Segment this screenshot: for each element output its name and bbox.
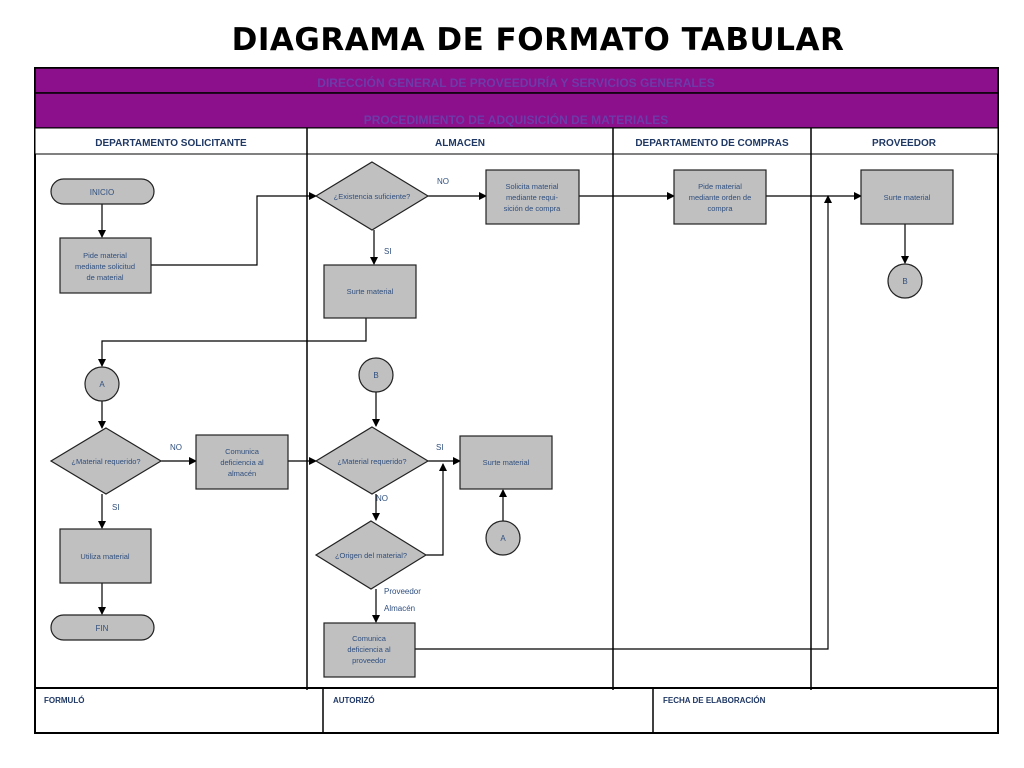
node-connector-a-label: A	[500, 534, 506, 543]
node-surte-material-proveedor: Surte material	[860, 169, 954, 225]
process-shape	[485, 169, 580, 225]
process-shape	[59, 528, 152, 584]
node-label-line: sición de compra	[504, 204, 562, 213]
node-existencia-label: ¿Existencia suficiente?	[334, 192, 411, 201]
process-shape	[323, 622, 416, 678]
organization-band	[34, 67, 999, 94]
edge-surte-to-a	[98, 318, 367, 367]
node-label-line: Comunica	[225, 447, 260, 456]
organization-title: DIRECCIÓN GENERAL DE PROVEEDURÍA Y SERVI…	[317, 75, 714, 90]
node-label-line: compra	[707, 204, 733, 213]
diagram-frame	[34, 67, 999, 734]
footer-formulo: FORMULÓ	[44, 696, 84, 705]
decision-shape	[314, 520, 428, 590]
node-label-line: deficiencia al	[220, 458, 264, 467]
procedure-title: PROCEDIMIENTO DE ADQUISICIÓN DE MATERIAL…	[364, 112, 668, 127]
node-material-requerido-solicitante: ¿Material requerido?	[49, 427, 163, 495]
node-surte-material-label: Surte material	[483, 458, 530, 467]
lane-header-solicitante: DEPARTAMENTO SOLICITANTE	[95, 138, 247, 149]
node-pide-orden-compra: Pide material mediante orden de compra	[673, 169, 767, 225]
node-fin: FIN	[50, 614, 155, 641]
node-label-line: mediante solicitud	[75, 262, 135, 271]
node-inicio-label: INICIO	[90, 188, 114, 197]
terminator-shape	[50, 614, 155, 641]
node-connector-a: A	[84, 366, 120, 402]
process-shape	[195, 434, 289, 490]
node-connector-a-label: A	[99, 380, 105, 389]
decision-shape	[314, 426, 430, 495]
decision-shape	[314, 161, 430, 231]
process-shape	[459, 435, 553, 490]
node-existencia-suficiente: ¿Existencia suficiente?	[314, 161, 430, 231]
node-connector-b-label: B	[902, 277, 907, 286]
node-material-requerido-label: ¿Material requerido?	[337, 457, 406, 466]
connector-shape	[485, 520, 521, 556]
edge-pide-to-existencia	[151, 192, 317, 266]
edge-label-no: NO	[376, 494, 388, 503]
node-solicita-requisicion: Solicita material mediante requi- sición…	[485, 169, 580, 225]
node-label-line: Comunica	[352, 634, 387, 643]
edge-label-proveedor: Proveedor	[384, 587, 421, 596]
node-connector-b-2: B	[887, 263, 923, 299]
node-utiliza-material-label: Utiliza material	[80, 552, 130, 561]
edge-label-si: SI	[112, 503, 120, 512]
node-label-line: mediante requi-	[506, 193, 559, 202]
node-fin-label: FIN	[96, 624, 109, 633]
footer-autorizo: AUTORIZÓ	[333, 696, 375, 705]
edge-label-si: SI	[436, 443, 444, 452]
node-label-line: proveedor	[352, 656, 386, 665]
node-label-line: mediante orden de	[689, 193, 752, 202]
edge-label-no: NO	[170, 443, 182, 452]
node-connector-b-label: B	[373, 371, 378, 380]
node-surte-material-almacen: Surte material	[323, 264, 417, 319]
edge-label-no: NO	[437, 177, 449, 186]
process-shape	[673, 169, 767, 225]
decision-shape	[49, 427, 163, 495]
procedure-band	[34, 92, 999, 129]
edge-comunica-proveedor-to-surte	[415, 195, 832, 650]
node-connector-a-2: A	[485, 520, 521, 556]
node-material-requerido-almacen: ¿Material requerido?	[314, 426, 430, 495]
page-title: DIAGRAMA DE FORMATO TABULAR	[231, 22, 845, 58]
edge-label-almacen: Almacén	[384, 604, 415, 613]
node-pide-solicitud: Pide material mediante solicitud de mate…	[59, 237, 152, 294]
footer-fecha: FECHA DE ELABORACIÓN	[663, 696, 766, 705]
terminator-shape	[50, 178, 155, 205]
node-surte-material-label: Surte material	[884, 193, 931, 202]
lane-header-almacen: ALMACEN	[435, 138, 485, 149]
node-inicio: INICIO	[50, 178, 155, 205]
connector-shape	[358, 357, 394, 393]
node-origen-material: ¿Origen del material?	[314, 520, 428, 590]
node-label-line: de material	[86, 273, 123, 282]
node-label-line: almacén	[228, 469, 256, 478]
node-utiliza-material: Utiliza material	[59, 528, 152, 584]
process-shape	[59, 237, 152, 294]
node-label-line: Pide material	[83, 251, 127, 260]
lane-header-row	[34, 127, 999, 155]
process-shape	[323, 264, 417, 319]
node-material-requerido-label: ¿Material requerido?	[71, 457, 140, 466]
node-label-line: Solicita material	[506, 182, 559, 191]
node-surte-material-label: Surte material	[347, 287, 394, 296]
connectors	[98, 192, 909, 650]
connector-shape	[84, 366, 120, 402]
node-surte-material-almacen-2: Surte material	[459, 435, 553, 490]
lane-header-proveedor: PROVEEDOR	[872, 138, 937, 149]
node-label-line: Pide material	[698, 182, 742, 191]
edge-label-si: SI	[384, 247, 392, 256]
connector-shape	[887, 263, 923, 299]
node-comunica-almacen: Comunica deficiencia al almacén	[195, 434, 289, 490]
node-label-line: deficiencia al	[347, 645, 391, 654]
process-shape	[860, 169, 954, 225]
node-origen-label: ¿Origen del material?	[335, 551, 407, 560]
lane-header-compras: DEPARTAMENTO DE COMPRAS	[635, 138, 789, 149]
node-connector-b: B	[358, 357, 394, 393]
node-comunica-proveedor: Comunica deficiencia al proveedor	[323, 622, 416, 678]
edge-origen-almacen	[426, 463, 447, 556]
